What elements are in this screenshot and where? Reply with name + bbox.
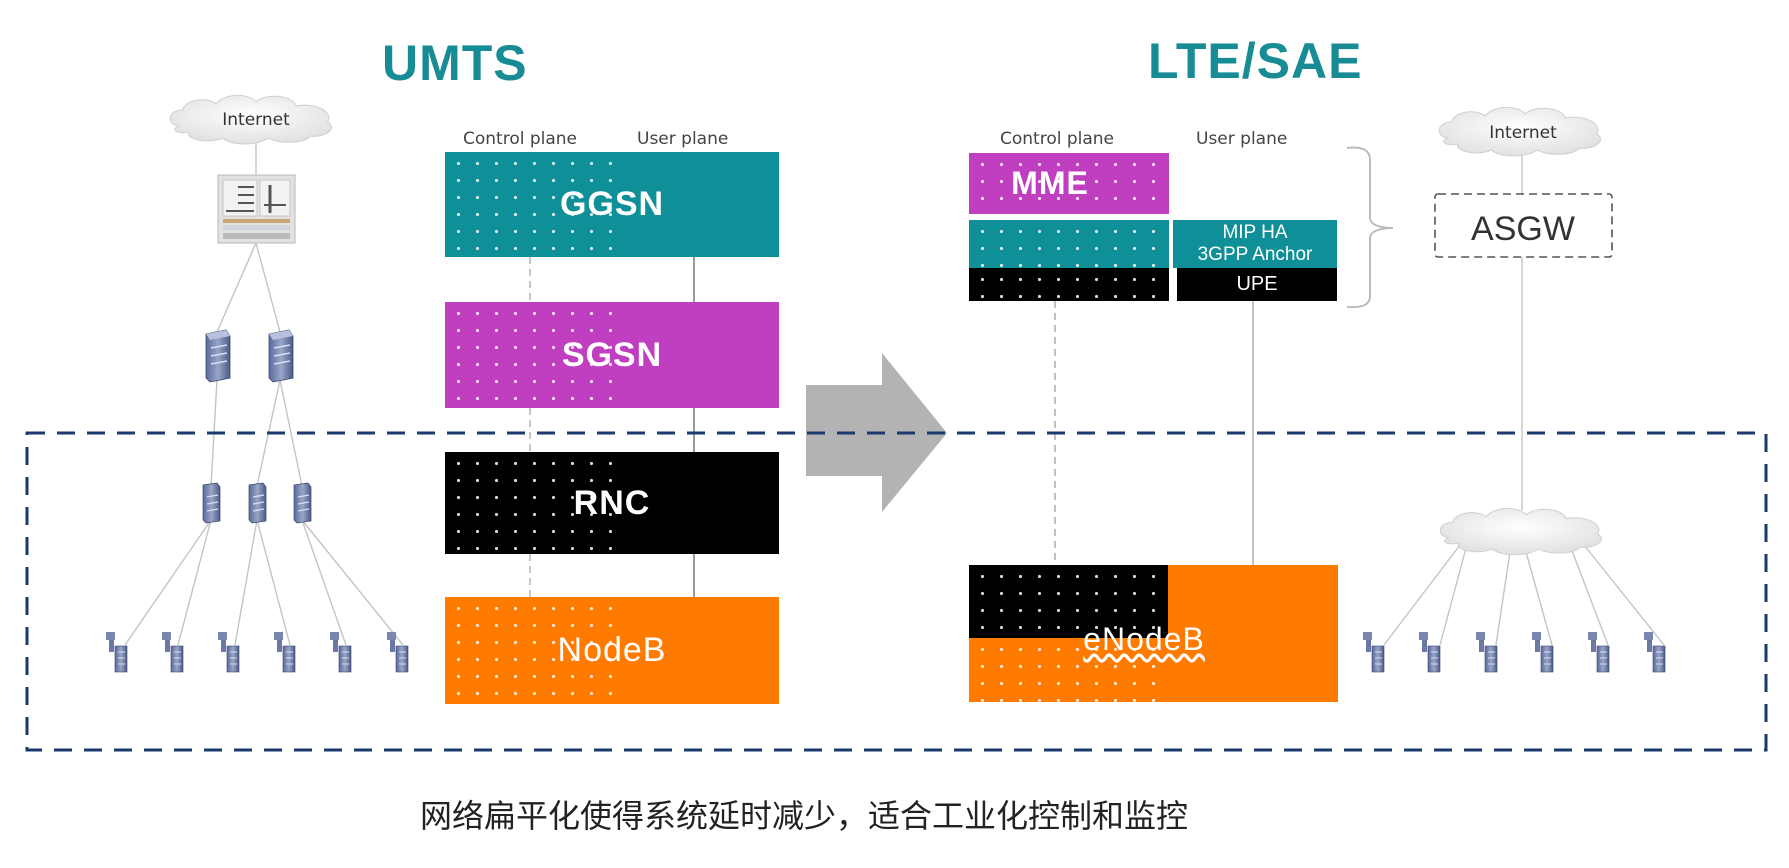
lte-enodeb-device-icon xyxy=(1362,631,1385,673)
lte-enodeb-device-icon xyxy=(1475,631,1498,673)
upe-node: UPE xyxy=(1177,268,1337,301)
lte-internet-label: Internet xyxy=(1489,123,1557,143)
rnc-label: RNC xyxy=(573,483,651,522)
umts-user-plane-label: User plane xyxy=(637,129,729,149)
umts-core-server-icon xyxy=(268,329,294,383)
umts-control-plane-label: Control plane xyxy=(463,129,578,149)
asgw-box xyxy=(1434,193,1613,258)
lte-control-plane-label: Control plane xyxy=(1000,129,1115,149)
umts-gateway-mainframe-icon xyxy=(217,174,296,244)
enodeb-label: eNodeB xyxy=(1083,620,1205,657)
lte-user-plane-label: User plane xyxy=(1196,129,1288,149)
umts-base-station-icon xyxy=(105,631,128,673)
rnc-node: RNC xyxy=(445,452,779,554)
umts-base-station-icon xyxy=(329,631,352,673)
umts-base-station-icon xyxy=(273,631,296,673)
nodeb-label: NodeB xyxy=(557,631,667,669)
lte-enodeb-device-icon xyxy=(1418,631,1441,673)
umts-access-tree xyxy=(124,138,404,646)
umts-title: UMTS xyxy=(382,35,528,91)
sgsn-node: SGSN xyxy=(445,302,779,408)
sgsn-label: SGSN xyxy=(561,335,663,374)
lte-access-tree xyxy=(1383,155,1665,646)
brace-icon xyxy=(1346,146,1394,309)
upe-label: UPE xyxy=(1236,273,1278,295)
mme-node: MME xyxy=(969,153,1169,214)
umts-rnc-server-icon xyxy=(202,482,221,524)
access-network-region-box xyxy=(25,431,1768,752)
umts-rnc-server-icon xyxy=(293,482,312,524)
upe-control-part xyxy=(969,268,1169,301)
caption-text: 网络扁平化使得系统延时减少，适合工业化控制和监控 xyxy=(420,797,1189,835)
umts-internet-label: Internet xyxy=(222,110,290,130)
lte-access-cloud-icon xyxy=(1439,508,1602,556)
nodeb-node: NodeB xyxy=(445,597,779,704)
anchor-control-part xyxy=(969,220,1169,268)
mip-ha-anchor-node: MIP HA 3GPP Anchor xyxy=(1173,220,1337,268)
ggsn-node: GGSN xyxy=(445,152,779,257)
umts-rnc-server-icon xyxy=(248,482,267,524)
lte-sae-title: LTE/SAE xyxy=(1148,33,1363,89)
lte-enodeb-device-icon xyxy=(1643,631,1666,673)
mme-label: MME xyxy=(1011,165,1089,201)
asgw-label: ASGW xyxy=(1471,210,1575,248)
ggsn-label: GGSN xyxy=(559,185,665,223)
mip-ha-label: MIP HA xyxy=(1222,222,1288,244)
mip-ha-anchor-label: MIP HA 3GPP Anchor xyxy=(1198,222,1313,266)
3gpp-anchor-label: 3GPP Anchor xyxy=(1197,244,1313,265)
umts-core-server-icon xyxy=(205,329,231,383)
enodeb-node: eNodeB xyxy=(969,565,1338,702)
